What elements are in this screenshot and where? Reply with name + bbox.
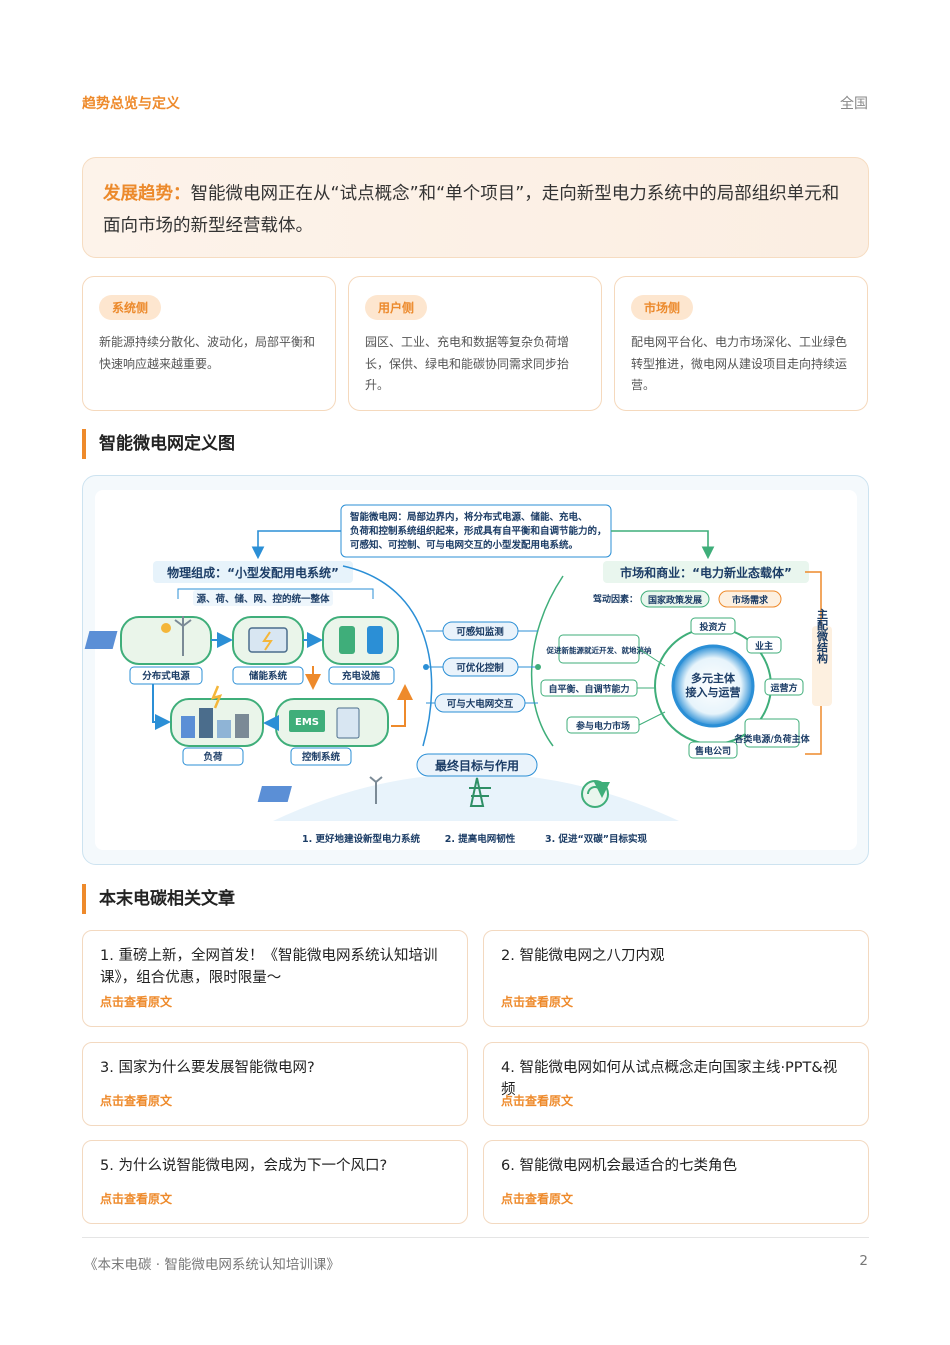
card-tag: 用户侧	[365, 295, 428, 320]
article-link[interactable]: 点击查看原文	[100, 1192, 173, 1206]
article-title[interactable]: 3. 国家为什么要发展智能微电网?	[100, 1060, 315, 1076]
drivers-label: 驾动因素：	[593, 593, 638, 605]
side-label: 主配微结构	[816, 607, 830, 664]
article-card[interactable]: 5. 为什么说智能微电网，会成为下一个风口? 点击查看原文	[82, 1140, 468, 1224]
card-tag: 系统侧	[99, 295, 162, 320]
article-link[interactable]: 点击查看原文	[501, 995, 574, 1009]
article-card[interactable]: 3. 国家为什么要发展智能微电网? 点击查看原文	[82, 1042, 468, 1126]
card-text: 园区、工业、充电和数据等复杂负荷增长，保供、绿电和能碳协同需求同步抬升。	[365, 335, 570, 392]
definition-line: 负荷和控制系统组织起来，形成具有自平衡和自调节能力的，	[350, 525, 607, 537]
center-capability: 可优化控制	[456, 662, 504, 674]
goal-item: 2. 提高电网韧性	[445, 833, 516, 845]
hub-role: 业主	[755, 640, 773, 652]
market-benefit: 促进新能源就近开发、就地消纳	[546, 645, 652, 655]
article-link[interactable]: 点击查看原文	[501, 1094, 574, 1108]
hub-role: 运营方	[770, 682, 797, 694]
svg-text:智能微电网：局部边界内，将分布式电源、储能、充电、: 智能微电网：局部边界内，将分布式电源、储能、充电、	[350, 511, 588, 523]
recycle-icon	[581, 780, 610, 808]
header-section-title: 趋势总览与定义	[82, 96, 180, 112]
trend-box: 发展趋势：智能微电网正在从“试点概念”和“单个项目”，走向新型电力系统中的局部组…	[82, 157, 869, 258]
card-tag: 市场侧	[631, 295, 694, 320]
footer-divider	[82, 1237, 869, 1238]
hub-line: 多元主体	[691, 671, 736, 685]
article-title[interactable]: 2. 智能微电网之八刀内观	[501, 948, 665, 964]
center-capability: 可与大电网交互	[447, 698, 514, 710]
card-text: 配电网平台化、电力市场深化、工业绿色转型推进，微电网从建设项目走向持续运营。	[631, 335, 848, 392]
hub-role: 各类电源/负荷主体	[733, 733, 810, 745]
article-title[interactable]: 1. 重磅上新，全网首发！《智能微电网系统认知培训课》，组合优惠，限时限量～	[100, 948, 438, 986]
article-title[interactable]: 6. 智能微电网机会最适合的七类角色	[501, 1158, 737, 1174]
hub-line: 接入与运营	[686, 685, 741, 699]
article-title[interactable]: 5. 为什么说智能微电网，会成为下一个风口?	[100, 1158, 388, 1174]
card-system-side: 系统侧 新能源持续分散化、波动化，局部平衡和快速响应越来越重要。	[82, 276, 336, 411]
node-label: 分布式电源	[142, 670, 190, 682]
hub-role: 售电公司	[694, 745, 731, 757]
card-market-side: 市场侧 配电网平台化、电力市场深化、工业绿色转型推进，微电网从建设项目走向持续运…	[614, 276, 868, 411]
diagram-svg: 智能微电网：局部边界内，将分布式电源、储能、充电、 负荷和控制系统组织起来，形成…	[84, 490, 857, 850]
market-benefit: 自平衡、自调节能力	[548, 683, 629, 695]
node-charging: 充电设施	[322, 616, 399, 685]
card-user-side: 用户侧 园区、工业、充电和数据等复杂负荷增长，保供、绿电和能碳协同需求同步抬升。	[348, 276, 602, 411]
node-label: 充电设施	[342, 670, 381, 682]
article-card[interactable]: 2. 智能微电网之八刀内观 点击查看原文	[483, 930, 869, 1027]
definition-title: 智能微电网：	[350, 511, 407, 523]
hub-role: 投资方	[699, 621, 726, 633]
node-storage: 储能系统	[232, 616, 304, 685]
section-title-diagram: 智能微电网定义图	[82, 429, 235, 459]
physical-subtitle: 源、荷、储、网、控的统一整体	[196, 593, 330, 605]
transmission-tower-icon	[469, 777, 491, 807]
market-benefit: 参与电力市场	[576, 720, 630, 732]
article-card[interactable]: 6. 智能微电网机会最适合的七类角色 点击查看原文	[483, 1140, 869, 1224]
node-label: 控制系统	[302, 751, 341, 763]
driver-pill: 国家政策发展	[648, 594, 702, 606]
article-link[interactable]: 点击查看原文	[100, 1094, 173, 1108]
node-label: 负荷	[203, 751, 223, 763]
page-number: 2	[859, 1253, 868, 1269]
article-title[interactable]: 4. 智能微电网如何从试点概念走向国家主线·PPT&视频	[501, 1060, 838, 1098]
article-link[interactable]: 点击查看原文	[100, 995, 173, 1009]
solar-panel-icon	[257, 776, 383, 804]
article-card[interactable]: 4. 智能微电网如何从试点概念走向国家主线·PPT&视频 点击查看原文	[483, 1042, 869, 1126]
definition-line: 局部边界内，将分布式电源、储能、充电、	[407, 511, 588, 523]
center-capability: 可感知监测	[456, 626, 504, 638]
trend-label: 发展趋势：	[103, 184, 191, 204]
card-text: 新能源持续分散化、波动化，局部平衡和快速响应越来越重要。	[99, 335, 316, 371]
physical-title: 物理组成：“小型发配用电系统”	[167, 565, 339, 580]
goal-item: 3. 促进“双碳”目标实现	[545, 833, 648, 845]
trend-text: 智能微电网正在从“试点概念”和“单个项目”，走向新型电力系统中的局部组织单元和面…	[103, 184, 840, 236]
article-link[interactable]: 点击查看原文	[501, 1192, 574, 1206]
node-label: 储能系统	[249, 670, 288, 682]
driver-pill: 市场需求	[732, 594, 769, 606]
footer-course-title: 《本末电碳 · 智能微电网系统认知培训课》	[84, 1257, 340, 1273]
article-card[interactable]: 1. 重磅上新，全网首发！《智能微电网系统认知培训课》，组合优惠，限时限量～ 点…	[82, 930, 468, 1027]
definition-line: 可感知、可控制、可与电网交互的小型发配用电系统。	[350, 539, 578, 551]
section-title-articles: 本末电碳相关文章	[82, 884, 235, 914]
goal-title: 最终目标与作用	[435, 758, 519, 773]
definition-diagram: 智能微电网：局部边界内，将分布式电源、储能、充电、 负荷和控制系统组织起来，形成…	[82, 475, 869, 865]
ems-label: EMS	[295, 717, 319, 728]
market-title: 市场和商业：“电力新业态载体”	[620, 565, 792, 580]
node-load: 负荷	[170, 698, 264, 766]
goal-item: 1. 更好地建设新型电力系统	[302, 833, 421, 845]
node-control-system: EMS 控制系统	[275, 698, 389, 766]
header-region: 全国	[840, 96, 868, 112]
